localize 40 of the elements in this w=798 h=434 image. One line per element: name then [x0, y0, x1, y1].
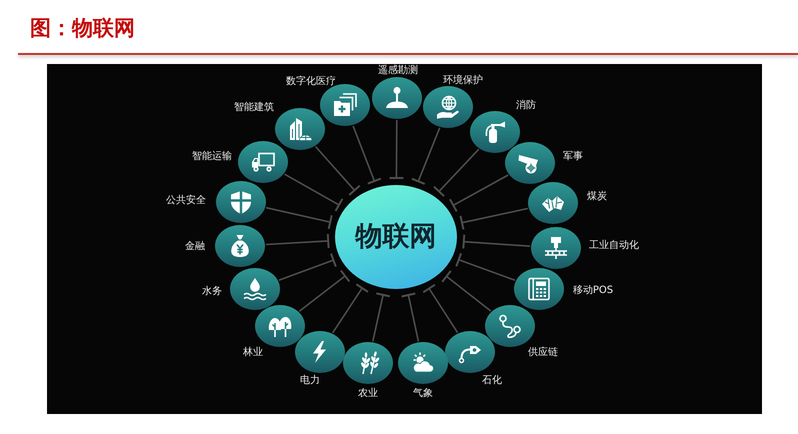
connector-line [448, 174, 509, 212]
category-label: 金融 [185, 241, 205, 253]
connector-line [400, 292, 420, 342]
connector-line [455, 252, 516, 282]
connector-line [432, 148, 480, 198]
category-label: 消防 [516, 100, 536, 112]
category-label: 智能运输 [192, 151, 232, 163]
category-label: 移动POS [572, 285, 614, 297]
connector-line [332, 283, 370, 334]
category-label: 公共安全 [166, 195, 206, 207]
connector-line [422, 284, 458, 334]
category-label: 供应链 [528, 347, 558, 359]
category-label: 数字化医疗 [286, 76, 336, 88]
category-label: 林业 [243, 347, 263, 359]
figure-title: 图：物联网 [30, 15, 135, 42]
connector-line [372, 292, 391, 342]
category-label: 石化 [482, 375, 502, 387]
connector-line [462, 234, 530, 250]
hub-title: 物联网 [356, 221, 436, 253]
connector-line [298, 269, 350, 312]
category-label: 环境保护 [443, 75, 483, 87]
connector-line [352, 126, 382, 185]
connector-line [315, 146, 361, 196]
category-label: 遥感勘测 [378, 65, 418, 77]
connector-line [278, 252, 337, 281]
connector-line [266, 206, 333, 230]
connector-line [266, 232, 330, 249]
connector-line [388, 120, 404, 180]
category-label: 水务 [202, 286, 222, 298]
connector-line [410, 128, 440, 185]
category-label: 农业 [358, 388, 378, 400]
category-label: 电力 [300, 375, 320, 387]
connector-line [441, 270, 492, 312]
category-label: 煤炭 [587, 191, 607, 203]
category-label: 工业自动化 [589, 240, 639, 252]
category-label: 气象 [413, 388, 433, 400]
connector-line [284, 174, 344, 212]
connector-line [460, 208, 528, 231]
category-label: 智能建筑 [234, 102, 274, 114]
category-label: 军事 [563, 151, 583, 163]
